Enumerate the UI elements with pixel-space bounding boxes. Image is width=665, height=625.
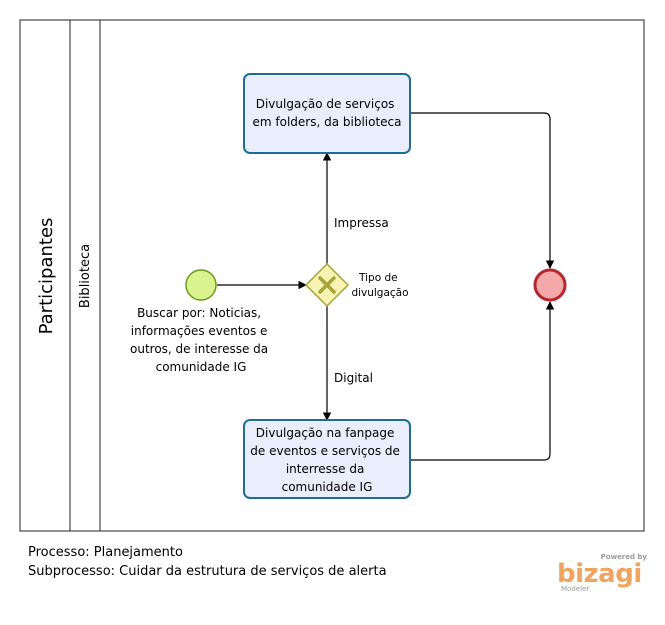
bizagi-logo: Powered by bizagi Modeler <box>557 553 647 593</box>
subprocess-caption: Subprocesso: Cuidar da estrutura de serv… <box>28 564 387 579</box>
task-digital-label-line: de eventos e serviços de <box>250 444 400 458</box>
powered-by-text: Powered by <box>600 553 647 561</box>
flow-print-to-end[interactable] <box>410 112 555 269</box>
bizagi-wordmark: bizagi <box>557 559 642 589</box>
gateway-label-line: divulgação <box>351 287 408 299</box>
task-print-label-line: Divulgação de serviços <box>256 97 395 111</box>
lane-label: Biblioteca <box>78 244 93 308</box>
start-event-label-line: informações eventos e <box>131 324 268 338</box>
flow-label-digital: Digital <box>334 371 373 385</box>
flow-label-print: Impressa <box>334 216 389 230</box>
start-event[interactable] <box>185 269 217 301</box>
end-event[interactable] <box>533 268 567 302</box>
start-event-label-line: outros, de interesse da <box>130 342 268 356</box>
start-event-label-line: Buscar por: Noticias, <box>137 306 261 320</box>
task-print-label-line: em folders, da biblioteca <box>252 115 401 129</box>
task-print-divulgation[interactable] <box>243 73 411 154</box>
gateway-label-line: Tipo de <box>358 272 398 284</box>
modeler-text: Modeler <box>561 585 590 593</box>
start-event-label: Buscar por: Noticias, informações evento… <box>130 306 272 374</box>
task-digital-label-line: interresse da <box>286 462 364 476</box>
process-caption: Processo: Planejamento <box>28 545 183 560</box>
task-digital-label-line: Divulgação na fanpage <box>256 426 395 440</box>
gateway-label: Tipo de divulgação <box>351 272 408 299</box>
task-print-label: Divulgação de serviços em folders, da bi… <box>252 97 401 129</box>
task-digital-label: Divulgação na fanpage de eventos e servi… <box>250 426 403 494</box>
flow-digital-to-end[interactable] <box>410 301 555 461</box>
task-digital-label-line: comunidade IG <box>282 480 373 494</box>
pool-label: Participantes <box>36 218 57 335</box>
start-event-label-line: comunidade IG <box>156 360 247 374</box>
task-digital-divulgation[interactable] <box>243 419 411 499</box>
gateway-x-icon <box>318 276 336 294</box>
